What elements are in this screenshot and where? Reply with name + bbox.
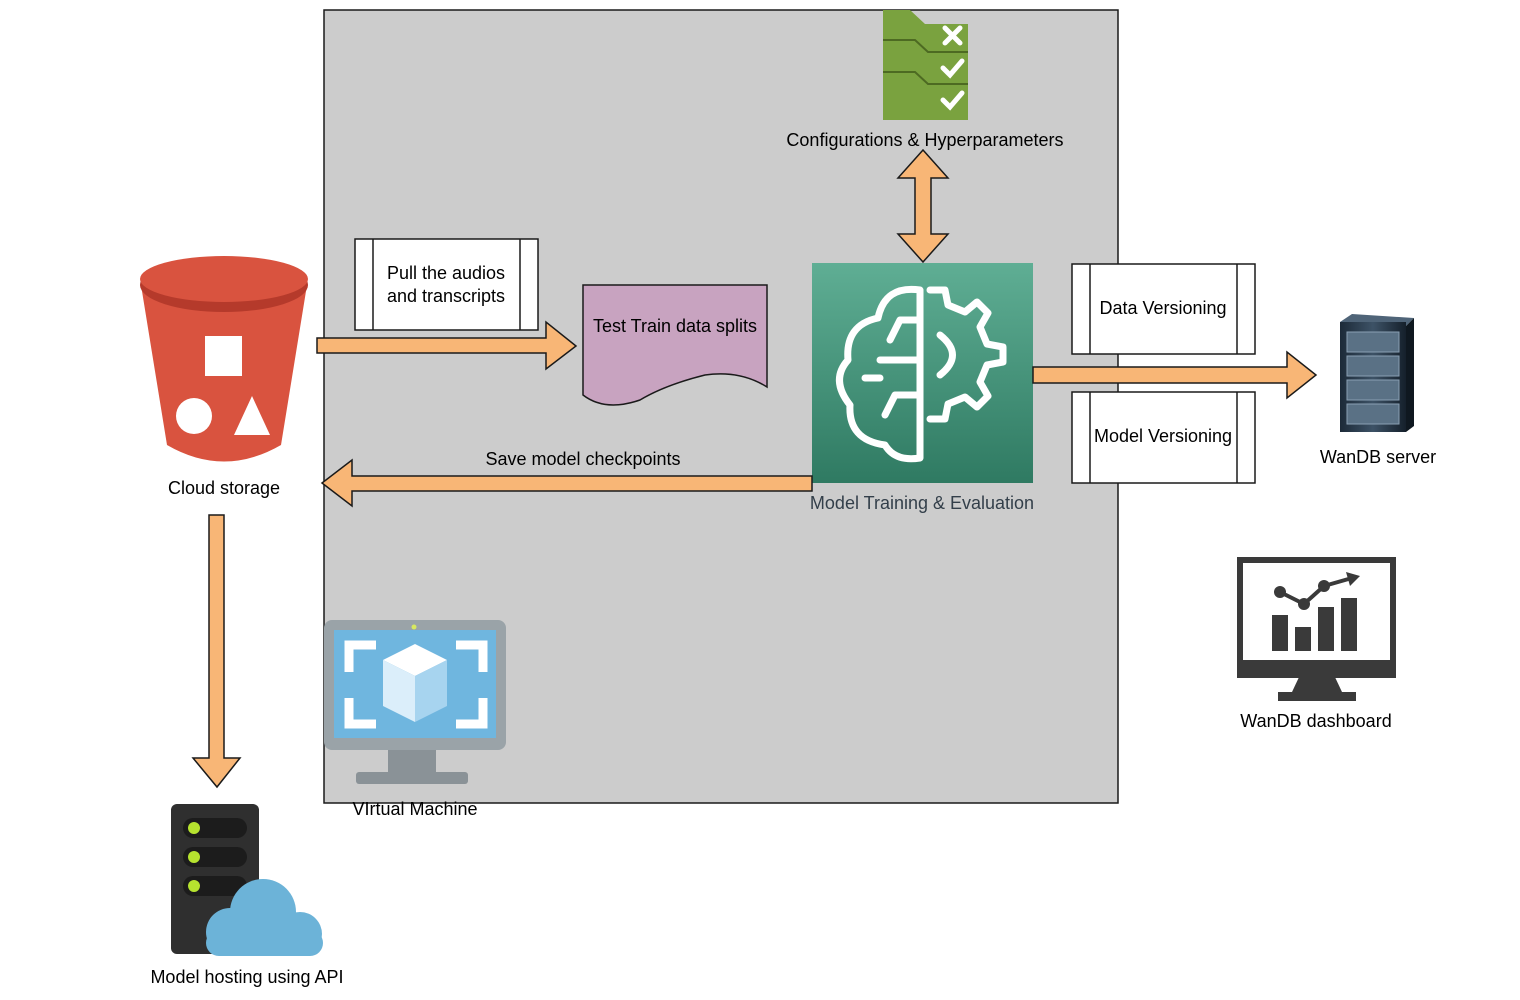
arrow-to-model-hosting bbox=[191, 514, 242, 789]
save-checkpoints-label: Save model checkpoints bbox=[485, 449, 680, 469]
wandb-server-label: WanDB server bbox=[1320, 447, 1436, 467]
arrow-to-wandb-server bbox=[1032, 350, 1318, 400]
arrow-save-checkpoints bbox=[320, 458, 813, 508]
cloud-storage-label: Cloud storage bbox=[168, 478, 280, 498]
configurations-label: Configurations & Hyperparameters bbox=[786, 130, 1063, 150]
virtual-machine-label: VIrtual Machine bbox=[352, 799, 477, 819]
data-versioning-label: Data Versioning bbox=[1099, 298, 1226, 318]
arrow-pull-data bbox=[316, 320, 578, 371]
model-hosting-label: Model hosting using API bbox=[150, 967, 343, 987]
dashboard-monitor-icon bbox=[1237, 557, 1396, 701]
storage-bucket-icon bbox=[140, 256, 308, 462]
model-versioning-label: Model Versioning bbox=[1094, 426, 1232, 446]
model-versioning-box: Model Versioning bbox=[1071, 391, 1256, 484]
config-checklist-icon bbox=[883, 10, 968, 120]
server-rack-icon bbox=[1340, 314, 1414, 432]
data-versioning-box: Data Versioning bbox=[1071, 263, 1256, 355]
wandb-dashboard-label: WanDB dashboard bbox=[1240, 711, 1391, 731]
virtual-machine-icon bbox=[324, 620, 506, 784]
test-train-document: Test Train data splits bbox=[582, 284, 768, 406]
pull-audios-line2: and transcripts bbox=[387, 286, 505, 306]
test-train-label: Test Train data splits bbox=[593, 316, 757, 336]
arrow-config-training bbox=[896, 148, 950, 264]
model-training-label: Model Training & Evaluation bbox=[810, 493, 1034, 513]
pull-audios-box: Pull the audios and transcripts bbox=[354, 238, 539, 331]
pull-audios-line1: Pull the audios bbox=[387, 263, 505, 283]
server-cloud-icon bbox=[171, 804, 323, 956]
brain-gear-icon bbox=[812, 263, 1033, 483]
